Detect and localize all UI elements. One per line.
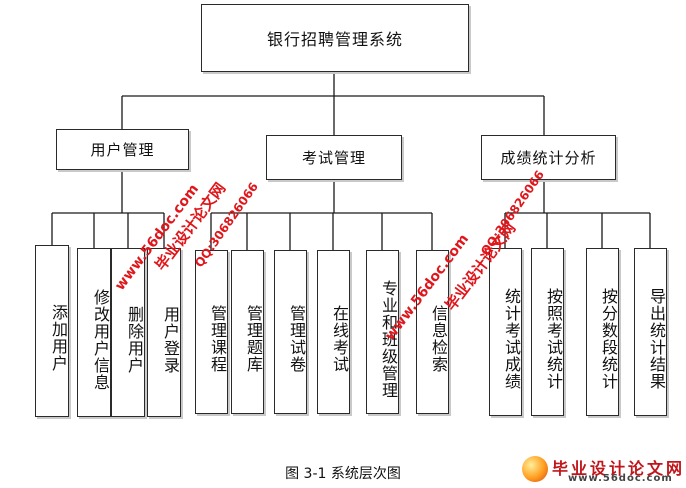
leaf-node-label: 管理课程 xyxy=(208,305,227,373)
leaf-node-stat-by-score-range: 按分数段统计 xyxy=(586,248,619,416)
leaf-node-label: 删除用户 xyxy=(125,305,144,374)
branch-node-label: 用户管理 xyxy=(90,141,155,159)
leaf-node-major-class-management: 专业和班级管理 xyxy=(366,250,399,414)
logo-ball-icon xyxy=(522,456,548,482)
leaf-node-label: 专业和班级管理 xyxy=(379,279,398,399)
branch-node-exam-management: 考试管理 xyxy=(266,135,402,180)
leaf-node-label: 按分数段统计 xyxy=(599,288,618,390)
leaf-node-manage-question-bank: 管理题库 xyxy=(231,250,264,414)
leaf-node-manage-courses: 管理课程 xyxy=(195,250,228,414)
logo-text: 毕业设计论文网 xyxy=(552,459,686,478)
leaf-node-label: 管理试卷 xyxy=(287,305,306,373)
leaf-node-label: 信息检索 xyxy=(429,305,448,373)
leaf-node-label: 管理题库 xyxy=(244,305,263,373)
branch-node-label: 考试管理 xyxy=(301,149,366,167)
logo-url: www.56doc.com xyxy=(568,473,673,484)
leaf-node-add-user: 添加用户 xyxy=(35,245,69,417)
leaf-node-label: 在线考试 xyxy=(330,305,349,373)
leaf-node-manage-papers: 管理试卷 xyxy=(274,250,307,414)
leaf-node-label: 修改用户信息 xyxy=(91,288,110,391)
leaf-node-info-search: 信息检索 xyxy=(416,250,449,414)
leaf-node-online-exam: 在线考试 xyxy=(317,250,350,414)
leaf-node-label: 按照考试统计 xyxy=(544,288,563,390)
figure-caption: 图 3-1 系统层次图 xyxy=(285,466,401,482)
branch-node-label: 成绩统计分析 xyxy=(500,149,597,167)
root-node: 银行招聘管理系统 xyxy=(201,4,469,72)
leaf-node-delete-user: 删除用户 xyxy=(111,248,145,417)
leaf-node-label: 用户登录 xyxy=(161,305,180,374)
leaf-node-label: 导出统计结果 xyxy=(647,288,666,390)
leaf-node-label: 添加用户 xyxy=(49,304,68,372)
leaf-node-label: 统计考试成绩 xyxy=(502,288,521,390)
leaf-node-edit-user-info: 修改用户信息 xyxy=(77,248,111,417)
leaf-node-stat-by-exam: 按照考试统计 xyxy=(531,248,564,416)
branch-node-user-management: 用户管理 xyxy=(56,129,189,170)
leaf-node-stat-exam-scores: 统计考试成绩 xyxy=(489,248,522,416)
site-logo: 毕业设计论文网 www.56doc.com xyxy=(520,452,686,488)
leaf-node-user-login: 用户登录 xyxy=(147,248,181,417)
branch-node-score-analysis: 成绩统计分析 xyxy=(481,135,616,180)
leaf-node-export-stat-results: 导出统计结果 xyxy=(634,248,667,416)
root-node-label: 银行招聘管理系统 xyxy=(266,30,403,49)
